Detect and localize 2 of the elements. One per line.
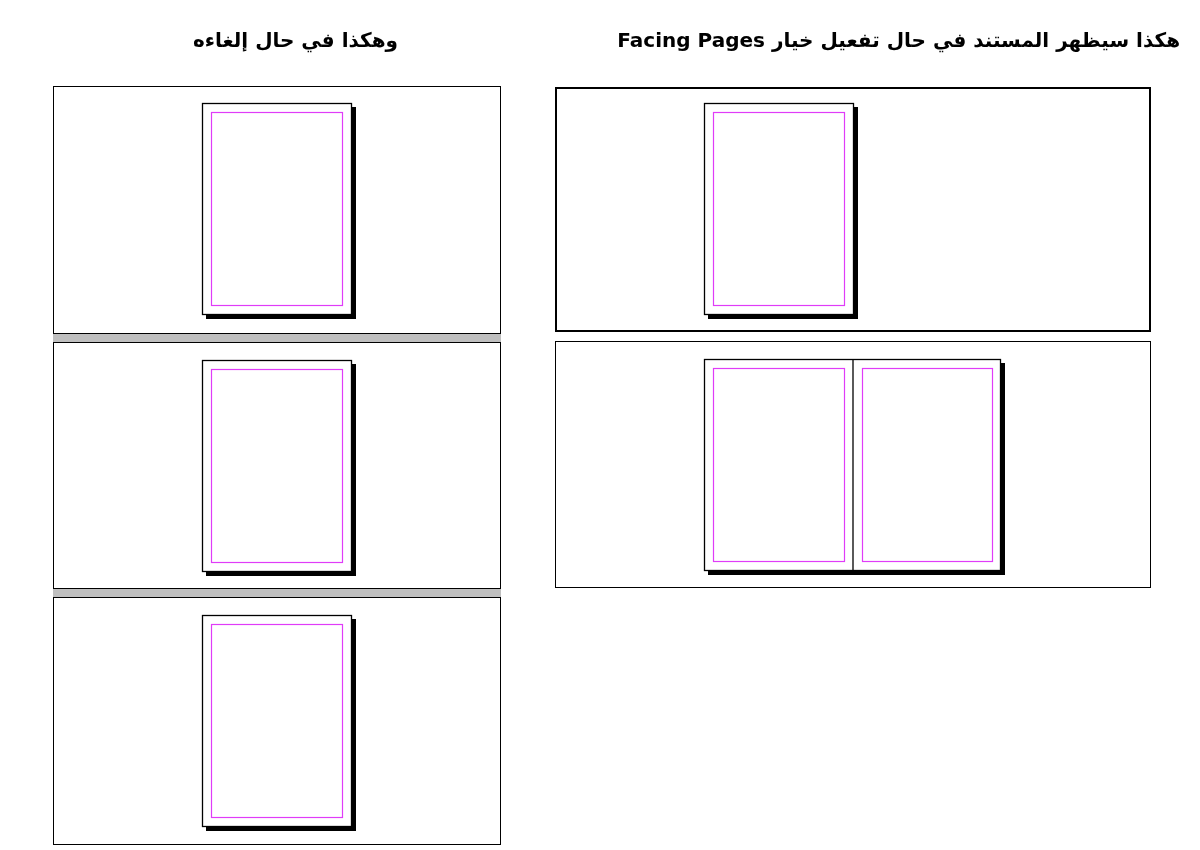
column-heading: وهكذا في حال إلغاءه xyxy=(192,27,398,53)
column-heading: هكذا سيظهر المستند في حال تفعيل خيار Facing Pages xyxy=(617,27,1180,53)
